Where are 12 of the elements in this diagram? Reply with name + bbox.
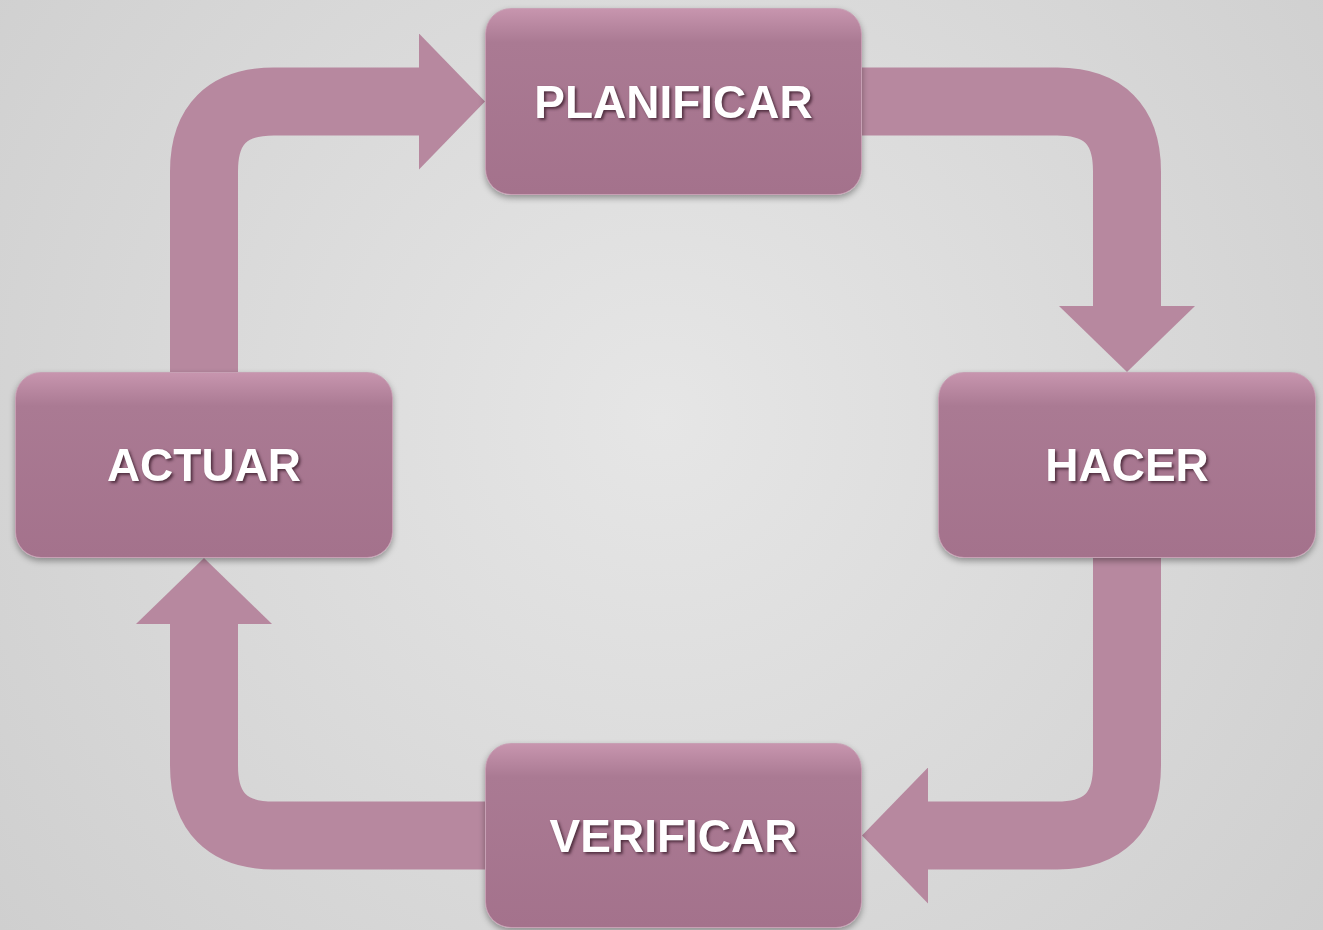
process-box bbox=[485, 8, 862, 195]
box-label: HACER bbox=[1045, 442, 1209, 488]
process-box bbox=[15, 372, 393, 558]
arrow bbox=[862, 558, 1161, 904]
box-label: PLANIFICAR bbox=[534, 78, 813, 125]
box-label: ACTUAR bbox=[106, 442, 302, 488]
box-label: VERIFICAR bbox=[549, 812, 798, 859]
arrow bbox=[136, 558, 485, 870]
process-box bbox=[485, 743, 862, 928]
process-box bbox=[938, 372, 1316, 558]
arrow bbox=[170, 33, 485, 372]
arrow bbox=[862, 67, 1195, 372]
